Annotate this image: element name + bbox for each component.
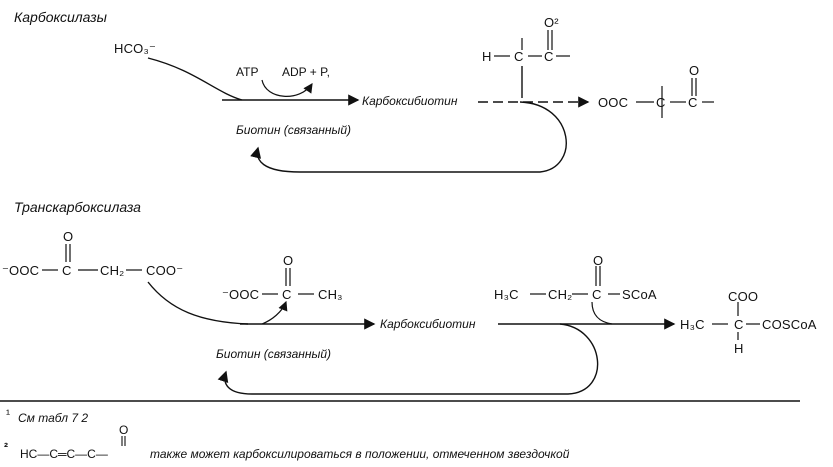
acyl-curve <box>591 301 613 325</box>
acceptor-c1: C <box>514 49 524 64</box>
acyl-scoa: SCoA <box>622 287 657 302</box>
product-h3c: H₃C <box>680 317 705 332</box>
pyruvate-arrow <box>261 300 288 325</box>
biotin-label-1: Биотин (связанный) <box>236 123 351 137</box>
carboxybiotin-label-1: Карбоксибиотин <box>362 94 458 108</box>
donor-ooc: ⁻OOC <box>2 263 40 278</box>
donor-curve <box>147 281 249 325</box>
product-h: H <box>734 341 744 356</box>
acyl-h3c: H₃C <box>494 287 519 302</box>
acyl-ch2: CH₂ <box>548 287 573 302</box>
donor-coo: COO⁻ <box>146 263 184 278</box>
footnote-2-formula: HC—C═C—C— <box>20 447 108 461</box>
bicarbonate-curve <box>147 57 243 101</box>
pyruvate-ooc: ⁻OOC <box>222 287 260 302</box>
donor-c: C <box>62 263 72 278</box>
bicarbonate-label: HCO₃⁻ <box>114 41 157 56</box>
footnote-2-o: O <box>119 423 129 437</box>
product-o: O <box>689 63 700 78</box>
pyruvate-o: O <box>283 253 294 268</box>
return-loop-1 <box>250 101 567 173</box>
acceptor-c2: C <box>544 49 554 64</box>
donor-o: O <box>63 229 74 244</box>
section-title-transcarboxylase: Транскарбоксилаза <box>14 199 141 215</box>
product-coscoa: COSCoA <box>762 317 817 332</box>
product-c: C <box>734 317 744 332</box>
footnote-1-mark: ¹ <box>6 407 10 421</box>
section-title-carboxylase: Карбоксилазы <box>14 9 107 25</box>
footnote-2-mark: ² <box>4 440 8 454</box>
return-loop-2 <box>217 323 599 395</box>
acceptor-h: H <box>482 49 492 64</box>
atp-adp-arrow <box>261 79 313 97</box>
biotin-label-2: Биотин (связанный) <box>216 347 331 361</box>
acyl-o: O <box>593 253 604 268</box>
footnote-1-text: См табл 7 2 <box>18 411 89 425</box>
pyruvate-ch3: CH₃ <box>318 287 343 302</box>
product-ooc: OOC <box>598 95 629 110</box>
adp-label: ADP + P, <box>282 65 330 79</box>
atp-label: ATP <box>236 65 259 79</box>
carboxybiotin-label-2: Карбоксибиотин <box>380 317 476 331</box>
acyl-c: C <box>592 287 602 302</box>
acceptor-o: O² <box>544 15 559 30</box>
footnote-2-text: также может карбоксилироваться в положен… <box>150 447 570 461</box>
pyruvate-c: C <box>282 287 292 302</box>
product-coo: COO <box>728 289 759 304</box>
product-c2: C <box>688 95 698 110</box>
donor-ch2: CH₂ <box>100 263 125 278</box>
product-c1: C <box>656 95 666 110</box>
